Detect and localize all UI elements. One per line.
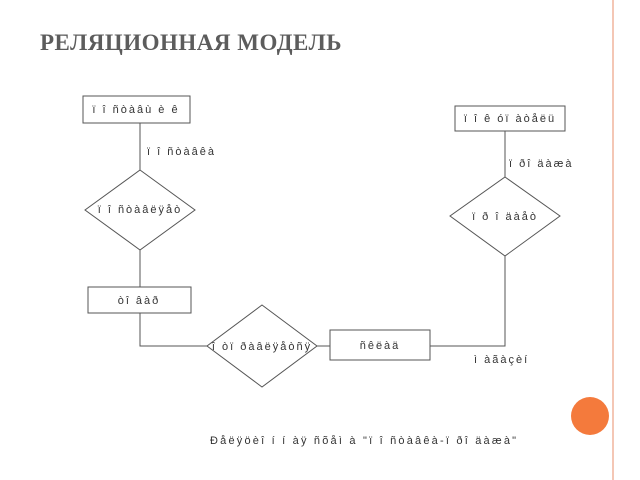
relationship-bottom-label: î òï ðàâëÿåòñÿ: [211, 341, 312, 353]
entity-top-right-label: ï î ê óï àòåëü: [464, 113, 556, 125]
entity-top-left: [82, 95, 191, 124]
connector-label-bottom-right: ì àãàçèí: [474, 354, 529, 366]
connector-product-to-bottom-diamond: [139, 313, 207, 347]
relationship-right-label: ï ð î äàåò: [472, 211, 538, 223]
orange-circle-decoration: [571, 397, 609, 435]
entity-top-left-label: ï î ñòàâù è ê: [92, 104, 179, 116]
slide-border: [612, 0, 614, 480]
relationship-left-label: ï î ñòàâëÿåò: [98, 204, 183, 216]
relationship-left-diamond: [84, 169, 196, 251]
diagram-caption: Ðåëÿöèî í í àÿ ñõåì à "ï î ñòàâêà-ï ðî ä…: [210, 435, 518, 447]
entity-middle-left: [87, 286, 192, 314]
entity-top-right: [454, 105, 566, 132]
connector-label-left-top: ï î ñòàâêà: [147, 146, 216, 158]
entity-center-label: ñêëàä: [360, 340, 401, 352]
relationship-right-diamond: [449, 176, 561, 257]
connector-warehouse-to-right-diamond: [430, 256, 506, 347]
relationship-bottom-diamond: [206, 304, 318, 388]
entity-center: [329, 329, 431, 361]
connector-label-right-top: ï ðî äàæà: [509, 158, 573, 170]
slide-title: РЕЛЯЦИОННАЯ МОДЕЛЬ: [40, 30, 342, 55]
entity-middle-left-label: òî âàð: [118, 295, 161, 307]
